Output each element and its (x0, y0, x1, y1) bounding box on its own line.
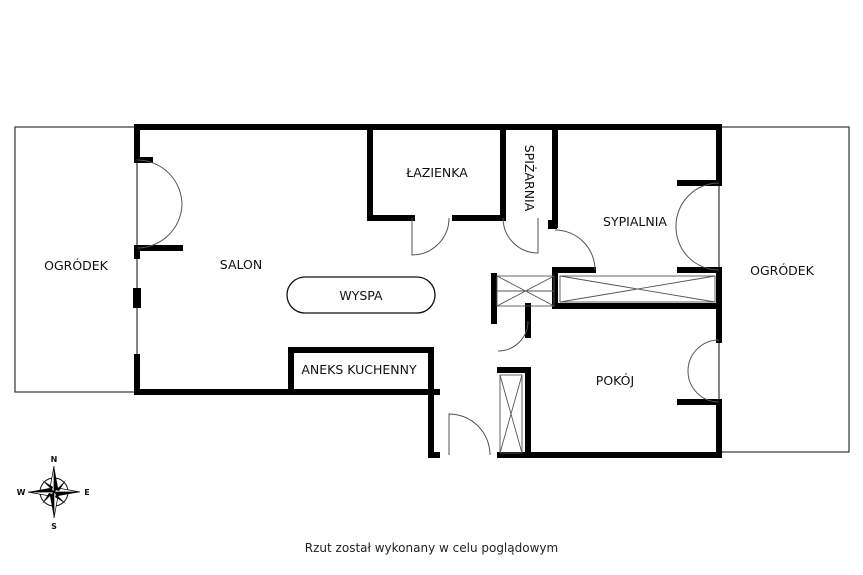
door-swing (554, 229, 596, 271)
compass-point (55, 494, 66, 504)
garden-left-outline (14, 126, 138, 393)
compass-label-south: S (51, 522, 57, 531)
door-swing (136, 204, 183, 249)
compass-label-east: E (84, 488, 89, 497)
wall-column (133, 288, 141, 308)
room-label-bathroom: ŁAZIENKA (405, 165, 468, 180)
doors (136, 159, 720, 456)
kitchen-island (286, 276, 436, 314)
door-swing (136, 159, 183, 206)
room-label-garden-right: OGRÓDEK (750, 263, 815, 278)
room-label-kitchenette: ANEKS KUCHENNY (301, 362, 417, 377)
door-swing (687, 339, 720, 372)
compass-point (42, 480, 53, 490)
room-label-garden-left: OGRÓDEK (44, 258, 109, 273)
room-label-island: WYSPA (339, 288, 383, 303)
wardrobe (559, 275, 716, 303)
door-swing (411, 217, 450, 256)
compass-point (28, 488, 54, 492)
wardrobe-cross (559, 275, 716, 303)
door-swing (502, 217, 539, 254)
wardrobe (499, 374, 523, 454)
wardrobes (496, 275, 716, 454)
compass-point (54, 466, 58, 492)
compass-label-west: W (17, 488, 26, 497)
compass-point (50, 492, 54, 518)
wall-column (548, 220, 557, 229)
garden-right-outline (718, 126, 850, 453)
door-swing (687, 370, 720, 403)
compass-rose: N S W E (17, 455, 90, 531)
door-swing (497, 320, 529, 352)
compass-point (56, 480, 66, 491)
plan-caption: Rzut został wykonany w celu poglądowym (304, 541, 559, 555)
room-label-room: POKÓJ (596, 373, 634, 388)
wardrobe-cross (499, 374, 523, 454)
markers (133, 220, 557, 308)
compass-point (42, 493, 52, 504)
room-label-bedroom: SYPIALNIA (603, 214, 667, 229)
room-label-pantry: SPIŻARNIA (522, 145, 537, 212)
compass-label-north: N (51, 455, 58, 464)
door-swing (675, 182, 720, 227)
room-label-living-room: SALON (220, 257, 262, 272)
door-swing (675, 225, 720, 271)
door-swing (448, 413, 491, 456)
compass-point (54, 492, 80, 496)
